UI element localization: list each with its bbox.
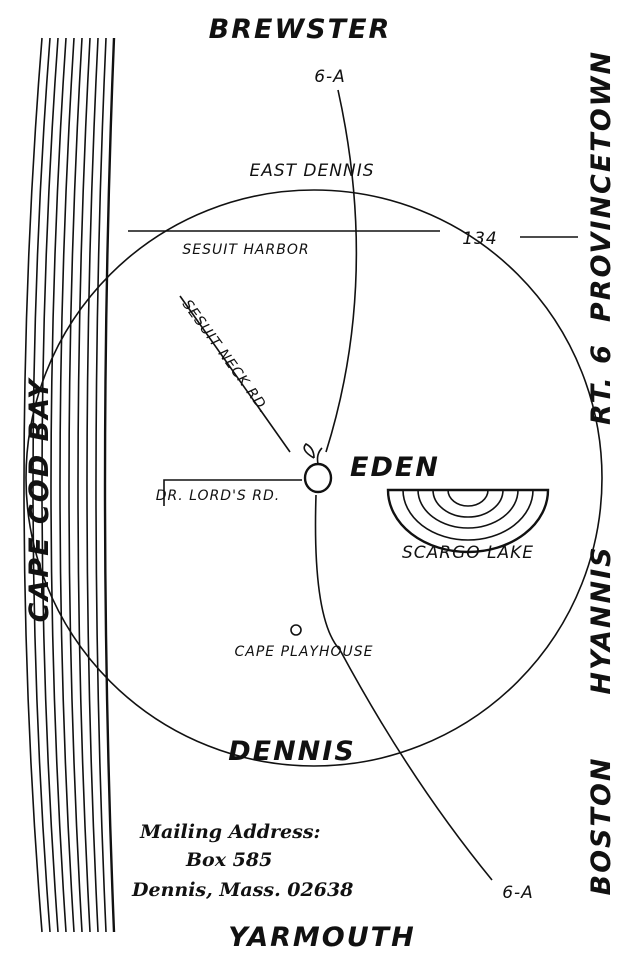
mailing-address-line2: Box 585: [185, 849, 272, 871]
direction-rt6-label: RT. 6: [586, 343, 617, 425]
sesuit-neck-road: [179, 295, 291, 453]
scargo-lake: [386, 488, 550, 554]
town-dennis-label: DENNIS: [228, 736, 356, 767]
scargo-lake-label: SCARGO LAKE: [402, 543, 534, 563]
route-6a-north-label: 6-A: [314, 67, 346, 87]
apple-icon: [303, 443, 333, 494]
town-east-dennis-label: EAST DENNIS: [249, 161, 374, 181]
cape-playhouse-label: CAPE PLAYHOUSE: [235, 644, 374, 660]
direction-hyannis-label: HYANNIS: [586, 545, 617, 694]
bay-shoreline: [23, 37, 116, 933]
sesuit-neck-road-label: SESUIT NECK RD.: [179, 297, 272, 417]
dr-lords-road-label: DR. LORD'S RD.: [156, 488, 280, 504]
town-yarmouth-label: YARMOUTH: [228, 922, 415, 953]
mailing-address-line1: Mailing Address:: [139, 821, 321, 843]
cape-cod-bay-label: CAPE COD BAY: [24, 377, 55, 622]
route-134-label: 134: [462, 229, 497, 249]
sesuit-harbor-label: SESUIT HARBOR: [182, 242, 309, 258]
mailing-address-line3: Dennis, Mass. 02638: [131, 879, 353, 901]
town-eden-label: EDEN: [350, 452, 440, 483]
direction-provincetown-label: PROVINCETOWN: [586, 50, 617, 322]
route-6a-south-label: 6-A: [502, 883, 534, 903]
town-brewster-label: BREWSTER: [209, 14, 392, 45]
area-circle: [25, 189, 603, 767]
route-6a-north-road: [325, 89, 358, 453]
dr-lords-road: [163, 479, 302, 506]
direction-boston-label: BOSTON: [586, 757, 617, 896]
playhouse-marker-icon: [290, 624, 302, 636]
route-6a-south-road: [314, 494, 493, 881]
